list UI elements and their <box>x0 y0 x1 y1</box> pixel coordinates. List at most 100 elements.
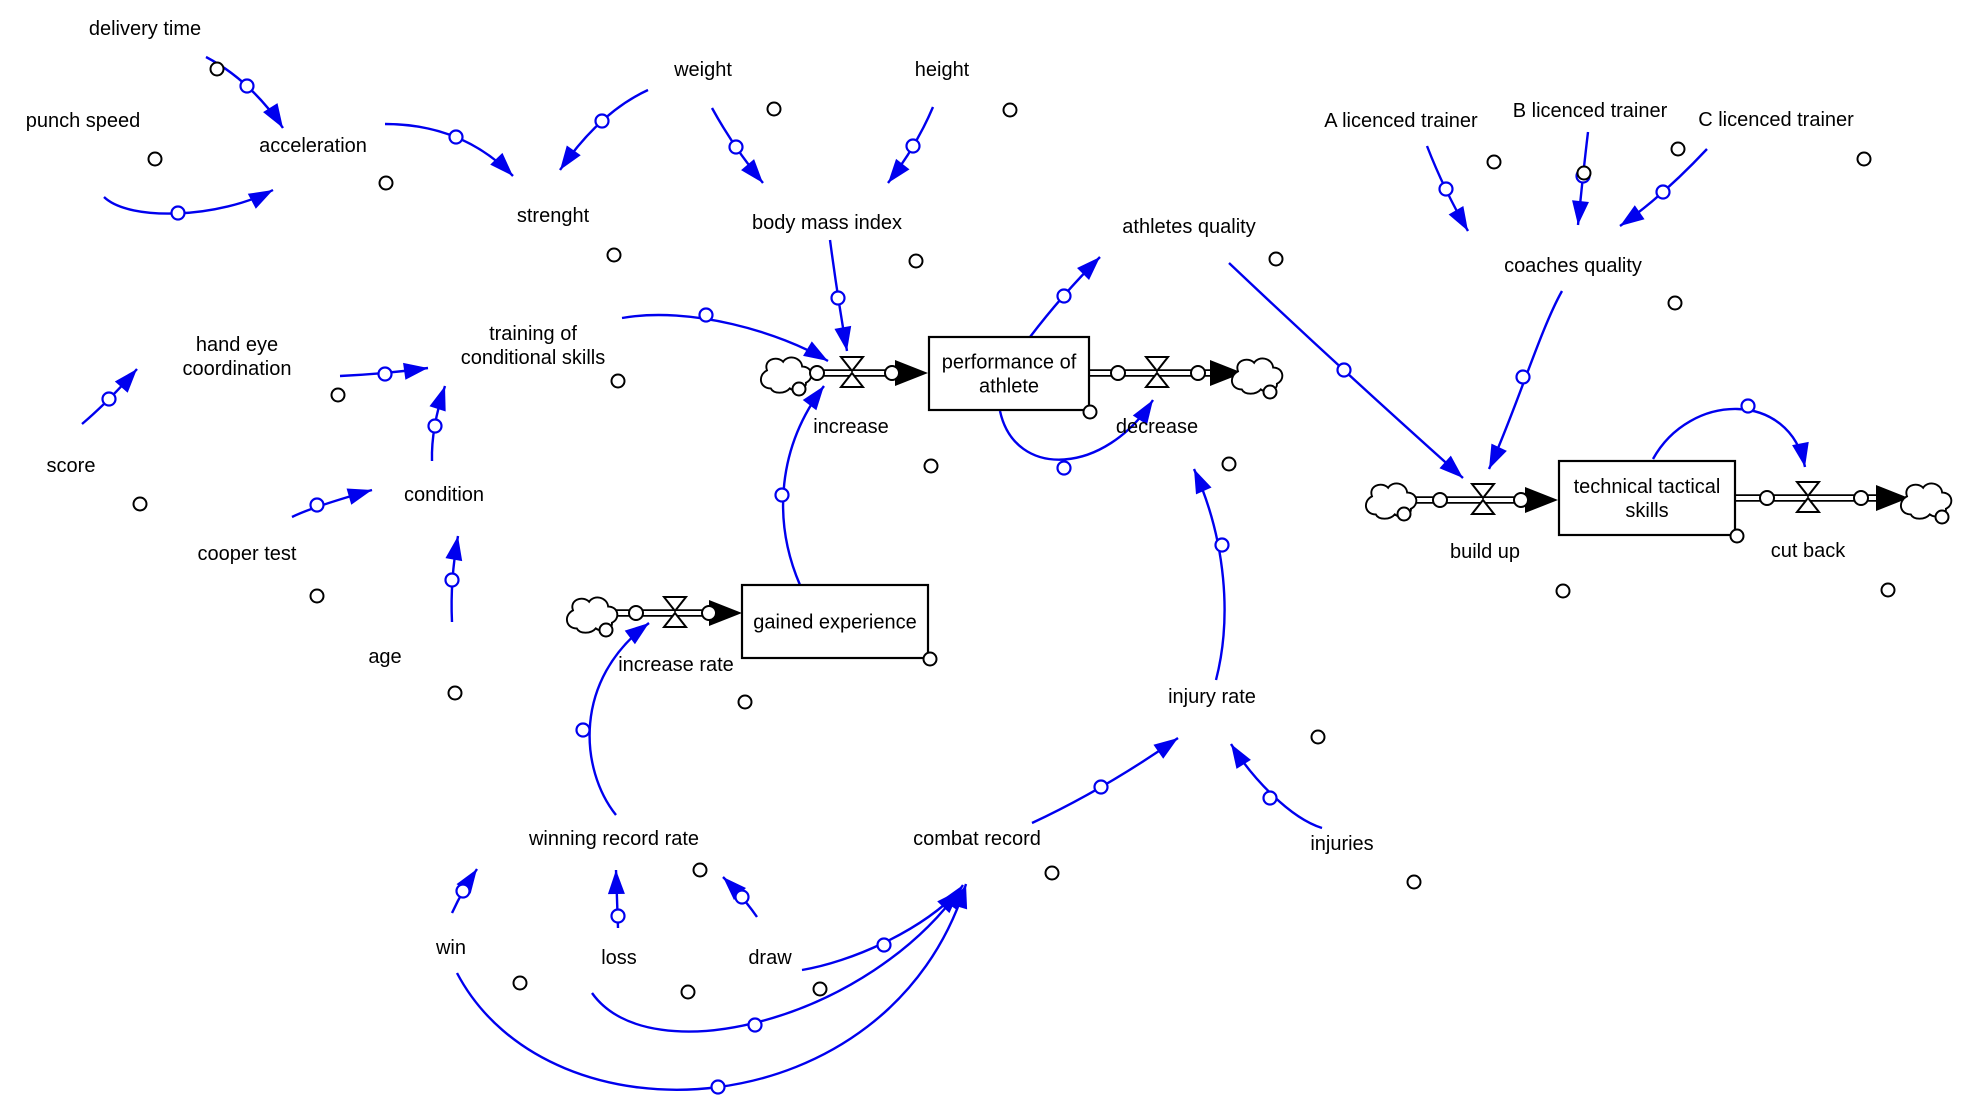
variable-c-licenced-trainer[interactable]: C licenced trainer <box>1698 109 1854 131</box>
variable-draw[interactable]: draw <box>748 947 792 969</box>
link-handle[interactable] <box>905 138 921 154</box>
link-handle[interactable] <box>734 889 750 905</box>
link-curve[interactable] <box>998 399 1155 461</box>
link-curve[interactable] <box>588 622 650 816</box>
link-curve[interactable] <box>801 889 961 972</box>
link-handle[interactable] <box>448 129 464 145</box>
link-handle[interactable] <box>594 113 610 129</box>
causal-link-hand-eye-coordination-to-training-of-conditional-skills[interactable] <box>339 360 429 382</box>
variable-athletes-quality[interactable]: athletes quality <box>1122 216 1255 238</box>
link-handle[interactable] <box>377 366 393 382</box>
causal-link-height-to-body-mass-index[interactable] <box>881 106 935 188</box>
flow-valve-build-up[interactable]: build up <box>1432 483 1529 563</box>
link-handle[interactable] <box>239 78 255 94</box>
causal-link-score-to-hand-eye-coordination[interactable] <box>81 363 143 425</box>
link-handle[interactable] <box>309 497 325 513</box>
causal-link-training-of-conditional-skills-to-increase[interactable] <box>621 307 832 369</box>
causal-link-punch-speed-to-acceleration[interactable] <box>103 182 277 221</box>
link-handle[interactable] <box>575 722 591 738</box>
flow-increase-rate[interactable] <box>566 596 742 638</box>
link-handle[interactable] <box>1056 460 1072 476</box>
valve-icon[interactable] <box>838 356 866 373</box>
variable-height[interactable]: height <box>915 59 970 81</box>
link-curve[interactable] <box>384 122 514 177</box>
variable-cooper-test[interactable]: cooper test <box>198 543 297 565</box>
link-handle[interactable] <box>774 487 790 503</box>
causal-link-technical-tactical-skills-to-cut-back[interactable] <box>1651 398 1813 469</box>
causal-link-performance-of-athlete-to-decrease[interactable] <box>998 395 1160 476</box>
link-handle[interactable] <box>1214 537 1230 553</box>
link-handle[interactable] <box>1438 181 1454 197</box>
causal-link-gained-experience-to-increase[interactable] <box>774 381 831 586</box>
flow-label-cut-back[interactable]: cut back <box>1771 540 1846 562</box>
link-curve[interactable] <box>1031 737 1179 825</box>
flow-label-build-up[interactable]: build up <box>1450 541 1520 563</box>
flow-valve-cut-back[interactable]: cut back <box>1759 481 1869 562</box>
variable-punch-speed[interactable]: punch speed <box>26 110 141 132</box>
variable-b-licenced-trainer[interactable]: B licenced trainer <box>1513 100 1668 122</box>
link-curve[interactable] <box>621 313 829 363</box>
link-handle[interactable] <box>1655 184 1671 200</box>
valve-icon[interactable] <box>1794 496 1822 513</box>
link-handle[interactable] <box>1262 790 1278 806</box>
link-curve[interactable] <box>103 188 274 215</box>
link-handle[interactable] <box>710 1079 726 1095</box>
link-curve[interactable] <box>1192 468 1226 681</box>
valve-icon[interactable] <box>1794 481 1822 498</box>
causal-link-injury-rate-to-decrease[interactable] <box>1186 466 1230 681</box>
link-curve[interactable] <box>455 883 968 1091</box>
flow-build-up[interactable] <box>1365 482 1558 522</box>
link-handle[interactable] <box>830 290 846 306</box>
link-handle[interactable] <box>747 1017 763 1033</box>
variable-delivery-time[interactable]: delivery time <box>89 18 201 40</box>
causal-link-injuries-to-injury-rate[interactable] <box>1224 739 1323 830</box>
stock-gained-experience[interactable]: gained experience <box>740 583 930 660</box>
link-handle[interactable] <box>698 307 714 323</box>
causal-link-c-licenced-trainer-to-coaches-quality[interactable] <box>1615 148 1708 233</box>
variable-winning-record-rate[interactable]: winning record rate <box>528 828 699 850</box>
variable-coaches-quality[interactable]: coaches quality <box>1504 255 1642 277</box>
variable-injury-rate[interactable]: injury rate <box>1168 686 1256 708</box>
causal-link-acceleration-to-strenght[interactable] <box>384 122 519 182</box>
variable-weight[interactable]: weight <box>673 59 732 81</box>
causal-link-win-to-winning-record-rate[interactable] <box>450 864 484 914</box>
link-handle[interactable] <box>1093 779 1109 795</box>
causal-link-draw-to-combat-record[interactable] <box>801 884 966 972</box>
causal-link-athletes-quality-to-build-up[interactable] <box>1228 262 1469 484</box>
causal-link-combat-record-to-injury-rate[interactable] <box>1031 731 1183 825</box>
causal-link-age-to-condition[interactable] <box>444 535 466 623</box>
causal-link-a-licenced-trainer-to-coaches-quality[interactable] <box>1425 145 1475 235</box>
link-handle[interactable] <box>1056 288 1072 304</box>
causal-link-winning-record-rate-to-increase-rate[interactable] <box>575 616 655 816</box>
variable-condition[interactable]: condition <box>404 484 484 506</box>
stock-box[interactable] <box>927 335 1091 412</box>
flow-label-decrease[interactable]: decrease <box>1116 416 1198 438</box>
flow-valve-decrease[interactable]: decrease <box>1110 356 1206 438</box>
link-handle[interactable] <box>444 572 460 588</box>
variable-loss[interactable]: loss <box>601 947 637 969</box>
variable-score[interactable]: score <box>47 455 96 477</box>
valve-icon[interactable] <box>838 371 866 388</box>
stock-box[interactable] <box>740 583 930 660</box>
flow-valve-increase-rate[interactable]: increase rate <box>618 596 734 676</box>
flow-label-increase[interactable]: increase <box>813 416 889 438</box>
variable-age[interactable]: age <box>368 646 401 668</box>
stock-box[interactable] <box>1557 459 1737 537</box>
link-handle[interactable] <box>101 391 117 407</box>
valve-icon[interactable] <box>1143 371 1171 388</box>
link-curve[interactable] <box>1651 407 1807 468</box>
valve-icon[interactable] <box>1469 483 1497 500</box>
link-handle[interactable] <box>170 205 186 221</box>
link-handle[interactable] <box>427 418 443 434</box>
causal-link-coaches-quality-to-build-up[interactable] <box>1481 290 1564 473</box>
variable-body-mass-index[interactable]: body mass index <box>752 212 902 234</box>
link-handle[interactable] <box>1515 369 1531 385</box>
link-handle[interactable] <box>1336 362 1352 378</box>
link-curve[interactable] <box>591 884 964 1033</box>
causal-link-loss-to-winning-record-rate[interactable] <box>607 869 626 929</box>
